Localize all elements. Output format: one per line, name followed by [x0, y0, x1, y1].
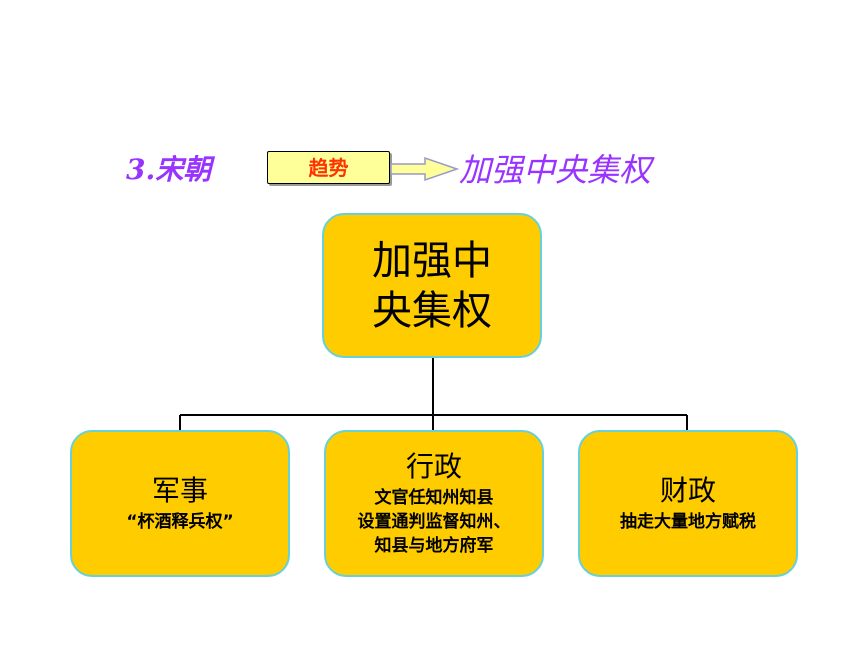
trend-badge: 趋势	[267, 151, 390, 184]
heading-result-label: 加强中央集权	[459, 151, 652, 189]
root-node: 加强中 央集权	[322, 213, 542, 358]
root-node-title: 加强中 央集权	[372, 237, 492, 334]
branch-node-military: 军事 “杯酒释兵权”	[70, 430, 290, 577]
trend-arrow-shape	[390, 156, 460, 182]
branch-node-title: 军事	[151, 473, 208, 507]
heading-dynasty-label: 3.宋朝	[126, 153, 212, 186]
branch-node-administration: 行政 文官任知州知县 设置通判监督知州、 知县与地方府军	[324, 430, 544, 577]
branch-node-title: 财政	[659, 473, 716, 507]
branch-node-title: 行政	[405, 449, 462, 483]
branch-node-description: 文官任知州知县 设置通判监督知州、 知县与地方府军	[357, 487, 511, 556]
branch-node-finance: 财政 抽走大量地方赋税	[578, 430, 798, 577]
branch-node-description: 抽走大量地方赋税	[620, 511, 756, 532]
branch-node-description: “杯酒释兵权”	[126, 511, 234, 532]
